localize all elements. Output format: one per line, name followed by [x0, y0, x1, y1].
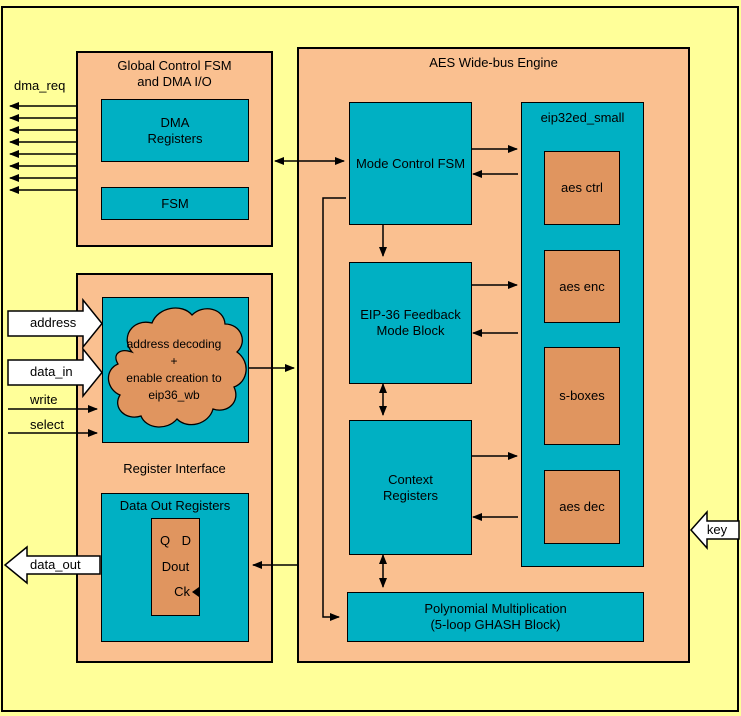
global-control-title-line2: and DMA I/O: [137, 74, 212, 89]
flipflop-clock-label: Ck: [174, 584, 190, 599]
write-label: write: [30, 392, 58, 407]
dma-registers-label-line1: DMA: [160, 114, 190, 130]
global-control-block: Global Control FSM and DMA I/O DMA Regis…: [76, 51, 273, 247]
polynomial-multiplication-box: Polynomial Multiplication (5-loop GHASH …: [347, 592, 644, 642]
register-interface-label: Register Interface: [78, 461, 271, 477]
eip32ed-title-text: eip32ed_small: [540, 110, 625, 125]
eip36-feedback-box: EIP-36 Feedback Mode Block: [349, 262, 472, 384]
data-out-registers-box: Data Out Registers Q D Dout Ck: [101, 493, 249, 642]
mode-control-fsm-box: Mode Control FSM: [349, 102, 472, 225]
flipflop-d-label: D: [181, 533, 191, 548]
context-registers-label-line2: Registers: [383, 487, 438, 503]
polynomial-label-line1: Polynomial Multiplication: [424, 601, 567, 616]
eip32ed-title: eip32ed_small: [522, 110, 643, 126]
aes-enc-label: aes enc: [559, 278, 605, 294]
aes-dec-box: aes dec: [544, 470, 620, 544]
aes-engine-title-text: AES Wide-bus Engine: [429, 55, 558, 70]
aes-ctrl-box: aes ctrl: [544, 151, 620, 225]
global-control-title-line1: Global Control FSM: [117, 58, 232, 73]
aes-engine-title: AES Wide-bus Engine: [299, 55, 688, 71]
address-label: address: [30, 315, 77, 330]
mode-control-fsm-label: Mode Control FSM: [355, 155, 466, 171]
data-out-registers-title-text: Data Out Registers: [119, 498, 231, 513]
global-control-title: Global Control FSM and DMA I/O: [78, 58, 271, 90]
dma-req-label: dma_req: [14, 78, 66, 93]
eip36-label-line1: EIP-36 Feedback: [360, 307, 461, 322]
key-label: key: [706, 522, 728, 537]
fsm-label: FSM: [161, 195, 189, 211]
eip32ed-small-box: eip32ed_small aes ctrl aes enc s-boxes a…: [521, 102, 644, 567]
data-in-label: data_in: [30, 364, 73, 379]
aes-enc-box: aes enc: [544, 250, 620, 323]
aes-engine-block: AES Wide-bus Engine Mode Control FSM EIP…: [297, 47, 690, 663]
s-boxes-box: s-boxes: [544, 347, 620, 445]
aes-dec-label: aes dec: [559, 499, 605, 514]
context-registers-label-line1: Context: [388, 471, 433, 487]
polynomial-label-line2: (5-loop GHASH Block): [430, 617, 561, 632]
flipflop-clock-wedge-icon: [192, 587, 199, 597]
data-out-label: data_out: [30, 557, 81, 572]
fsm-box: FSM: [101, 187, 249, 220]
s-boxes-label: s-boxes: [559, 388, 605, 403]
cloud-text: address decoding + enable creation to ei…: [113, 336, 235, 404]
cloud-line2: +: [170, 354, 178, 368]
aes-ctrl-label: aes ctrl: [561, 180, 603, 195]
flipflop-name-label: Dout: [161, 559, 190, 574]
data-out-registers-title: Data Out Registers: [102, 498, 248, 514]
dma-registers-box: DMA Registers: [101, 99, 249, 162]
dma-registers-label-line2: Registers: [147, 130, 203, 146]
select-label: select: [30, 417, 64, 432]
cloud-line4: eip36_wb: [148, 388, 200, 402]
cloud-line3: enable creation to: [126, 371, 222, 385]
eip36-label-line2: Mode Block: [376, 323, 445, 338]
flipflop-q-label: Q: [160, 533, 171, 548]
register-interface-block: Register Interface Data Out Registers Q …: [76, 273, 273, 663]
register-interface-label-text: Register Interface: [123, 461, 226, 476]
context-registers-box: Context Registers: [349, 420, 472, 555]
dout-flipflop: Q D Dout Ck: [151, 518, 200, 616]
cloud-line1: address decoding: [126, 337, 222, 351]
